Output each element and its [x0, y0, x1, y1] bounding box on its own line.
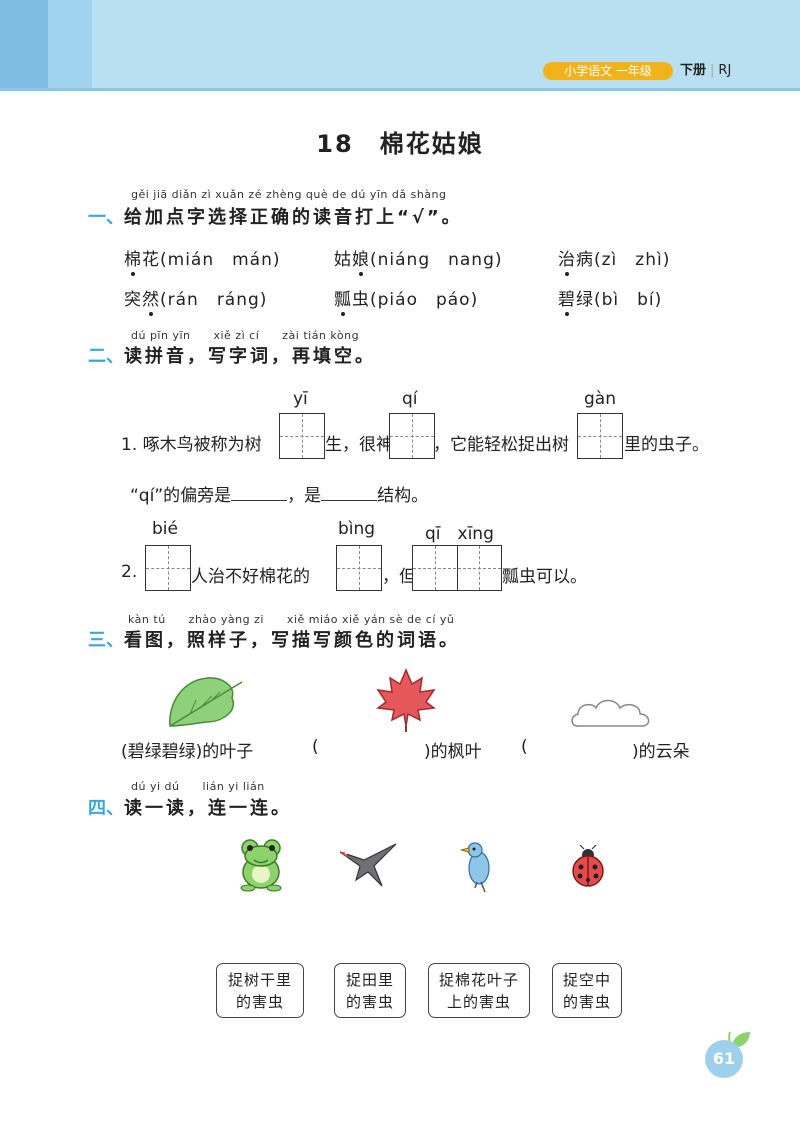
question-text: 2.: [121, 562, 138, 582]
pinyin-options[interactable]: (mián mán): [160, 250, 281, 270]
color-example: (碧绿碧绿)的叶子: [121, 742, 254, 762]
section-3-heading: 三、看图，照样子，写描写颜色的词语。: [88, 630, 460, 651]
pinyin-hint: qī xīng: [425, 524, 494, 544]
pinyin-options[interactable]: (piáo páo): [370, 290, 479, 310]
match-option[interactable]: 捉空中的害虫: [552, 963, 622, 1018]
match-option[interactable]: 捉棉花叶子上的害虫: [428, 963, 530, 1018]
choice-item: 突然(rán ráng): [124, 290, 268, 310]
pinyin-options[interactable]: (bì bí): [594, 290, 663, 310]
pinyin-hint: yī: [293, 389, 308, 409]
header-stripe: [48, 0, 92, 90]
writing-grid[interactable]: [279, 413, 325, 459]
fill-question: “qí”的偏旁是，是结构。: [130, 486, 429, 506]
writing-grid[interactable]: [336, 545, 382, 591]
maple-leaf-icon: [376, 668, 436, 732]
ladybug-icon[interactable]: [566, 845, 610, 889]
choice-item: 姑娘(niáng nang): [334, 250, 503, 270]
choice-item: 瓢虫(piáo páo): [334, 290, 479, 310]
cloud-icon: [571, 699, 650, 727]
answer-blank[interactable]: [321, 486, 378, 501]
pinyin-options[interactable]: (rán ráng): [160, 290, 268, 310]
question-text: 生，很神: [325, 435, 393, 455]
page-number: 61: [705, 1040, 743, 1078]
color-blank-maple: )的枫叶: [424, 742, 482, 762]
section-2-heading: 二、读拼音，写字词，再填空。: [88, 346, 376, 367]
choice-item: 棉花(mián mán): [124, 250, 281, 270]
writing-grid[interactable]: [145, 545, 191, 591]
section-4-pinyin: dú yi dú lián yi lián: [131, 780, 265, 793]
question-text: 1. 啄木鸟被称为树: [121, 435, 262, 455]
subject-badge: 小学语文 一年级: [543, 62, 673, 80]
edition-label: RJ: [718, 63, 732, 78]
question-text: 里的虫子。: [624, 435, 709, 455]
lesson-title: 18 棉花姑娘: [316, 130, 484, 158]
header-stripe: [0, 0, 48, 90]
frog-icon[interactable]: [236, 836, 286, 892]
volume-label: 下册: [680, 63, 707, 78]
book-info: 下册|RJ: [680, 63, 732, 78]
swallow-icon[interactable]: [338, 840, 398, 892]
section-1-heading: 一、给加点字选择正确的读音打上“√”。: [88, 207, 463, 228]
woodpecker-icon[interactable]: [459, 838, 495, 894]
paren-open: (: [312, 737, 319, 757]
match-option[interactable]: 捉田里的害虫: [334, 963, 406, 1018]
section-3-pinyin: kàn tú zhào yàng zi xiě miáo xiě yán sè …: [128, 613, 455, 626]
match-option[interactable]: 捉树干里的害虫: [216, 963, 304, 1018]
answer-blank[interactable]: [231, 486, 288, 501]
writing-grid-double[interactable]: [412, 545, 502, 591]
question-text: 瓢虫可以。: [502, 567, 587, 587]
pinyin-options[interactable]: (niáng nang): [370, 250, 503, 270]
green-leaf-icon: [169, 677, 243, 727]
choice-item: 碧绿(bì bí): [558, 290, 663, 310]
section-4-heading: 四、读一读，连一连。: [88, 798, 292, 819]
question-text: 人治不好棉花的: [191, 567, 310, 587]
writing-grid[interactable]: [577, 413, 623, 459]
paren-open: (: [521, 737, 528, 757]
question-text: ，但: [382, 567, 416, 587]
color-blank-cloud: )的云朵: [632, 742, 690, 762]
section-2-pinyin: dú pīn yīn xiě zì cí zài tián kòng: [131, 329, 360, 342]
question-text: ，它能轻松捉出树: [433, 435, 569, 455]
answer-blank[interactable]: [322, 734, 424, 756]
pinyin-options[interactable]: (zì zhì): [594, 250, 671, 270]
pinyin-hint: bié: [152, 519, 178, 539]
section-1-pinyin: gěi jiā diǎn zì xuǎn zé zhèng què de dú …: [131, 188, 447, 201]
writing-grid[interactable]: [389, 413, 435, 459]
pinyin-hint: bìng: [338, 519, 376, 539]
choice-item: 治病(zì zhì): [558, 250, 671, 270]
header-divider: [0, 88, 800, 91]
answer-blank[interactable]: [531, 734, 631, 756]
pinyin-hint: gàn: [584, 389, 616, 409]
pinyin-hint: qí: [402, 389, 418, 409]
